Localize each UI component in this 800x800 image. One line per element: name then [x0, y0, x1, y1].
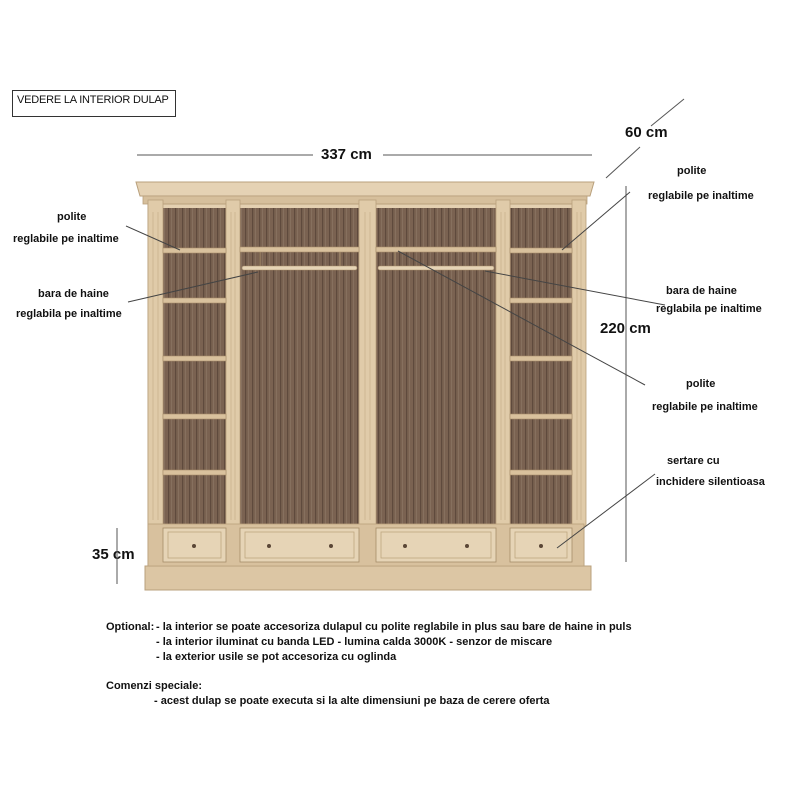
right-bar-callout-line2: reglabila pe inaltime	[656, 303, 762, 315]
optional-label: Optional:	[106, 621, 155, 633]
optional-note-3: - la exterior usile se pot accesoriza cu…	[156, 651, 397, 663]
right-shelf-callout-line1: polite	[677, 165, 707, 177]
middle-shelf-callout-line2: reglabile pe inaltime	[652, 401, 758, 413]
depth-dimension-line	[605, 98, 685, 179]
callout-leaders	[125, 191, 666, 549]
right-bar-callout-line1: bara de haine	[666, 285, 737, 297]
middle-shelf-callout-line1: polite	[686, 378, 716, 390]
width-dimension-label: 337 cm	[321, 146, 372, 163]
special-orders-label: Comenzi speciale:	[106, 680, 202, 692]
special-orders-note: - acest dulap se poate executa si la alt…	[154, 695, 550, 707]
right-shelf-callout-line2: reglabile pe inaltime	[648, 190, 754, 202]
wardrobe	[135, 181, 595, 591]
drawer-callout-line1: sertare cu	[667, 455, 720, 467]
depth-dimension-label: 60 cm	[625, 124, 668, 141]
optional-note-2: - la interior iluminat cu banda LED - lu…	[156, 636, 553, 648]
view-title: VEDERE LA INTERIOR DULAP	[12, 90, 176, 117]
optional-note-1: - la interior se poate accesoriza dulapu…	[156, 621, 632, 633]
drawer-callout-line2: inchidere silentioasa	[656, 476, 765, 488]
left-shelf-callout-line1: polite	[57, 211, 87, 223]
left-bar-callout-line1: bara de haine	[38, 288, 109, 300]
base-dimension-label: 35 cm	[92, 546, 135, 563]
left-shelf-callout-line2: reglabile pe inaltime	[13, 233, 119, 245]
height-dimension-label: 220 cm	[600, 320, 651, 337]
left-bar-callout-line2: reglabila pe inaltime	[16, 308, 122, 320]
